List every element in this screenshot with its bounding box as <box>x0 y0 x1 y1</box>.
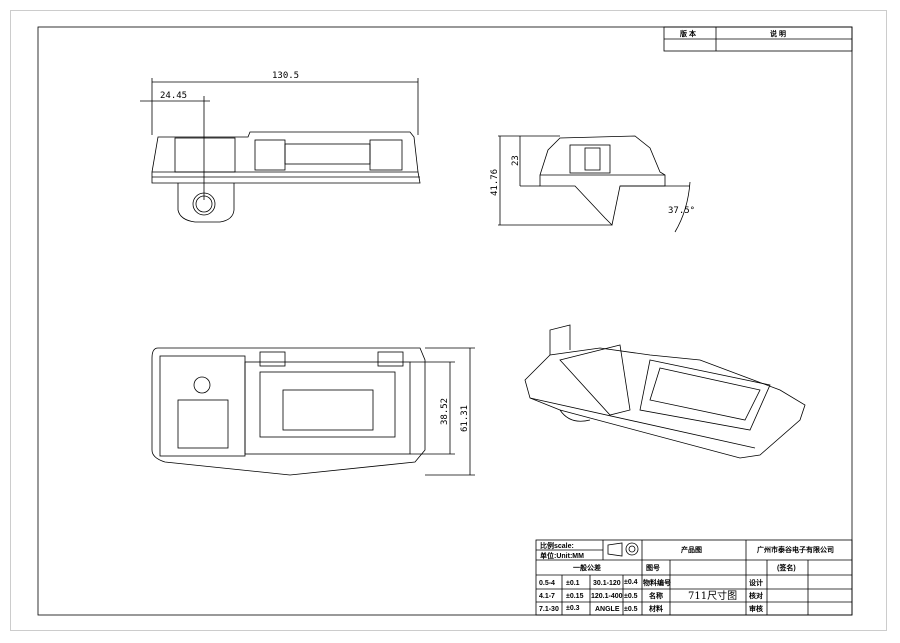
svg-text:核对: 核对 <box>749 591 763 600</box>
dim-overall-width: 61.31 <box>460 405 470 432</box>
general-tolerance-label: 一般公差 <box>573 563 601 572</box>
svg-text:±0.1: ±0.1 <box>566 580 580 587</box>
revision-table: 版 本 说 明 <box>663 26 853 52</box>
dim-inner-width: 38.52 <box>440 398 450 425</box>
svg-text:120.1-400: 120.1-400 <box>591 593 623 600</box>
svg-text:±0.5: ±0.5 <box>624 593 638 600</box>
svg-text:ANGLE: ANGLE <box>595 606 620 613</box>
dim-height-top: 23 <box>511 155 521 166</box>
title-block <box>535 539 853 616</box>
top-view <box>140 78 421 223</box>
bottom-view <box>151 347 475 476</box>
inner-frame <box>37 26 853 616</box>
svg-text:材料: 材料 <box>648 604 663 613</box>
unit-label: 单位:Unit:MM <box>540 551 584 560</box>
dim-height-total: 41.76 <box>490 169 500 196</box>
svg-text:±0.4: ±0.4 <box>624 579 638 586</box>
dim-overall-length: 130.5 <box>272 71 299 81</box>
dim-camera-offset: 24.45 <box>160 91 187 101</box>
tolerance-row: 7.1-30 ±0.3 ANGLE ±0.5 材料 审核 <box>539 604 763 613</box>
drawing-type: 产品图 <box>681 545 702 554</box>
svg-text:名称: 名称 <box>649 591 663 600</box>
isometric-view <box>524 324 806 459</box>
part-name: 711尺寸图 <box>688 589 737 602</box>
side-view <box>498 135 691 233</box>
projection-symbol-icon <box>607 542 623 557</box>
svg-text:0.5-4: 0.5-4 <box>539 580 555 587</box>
svg-text:±0.3: ±0.3 <box>566 605 580 612</box>
svg-text:±0.5: ±0.5 <box>624 606 638 613</box>
sheet-border <box>10 10 887 631</box>
svg-text:4.1-7: 4.1-7 <box>539 593 555 600</box>
tolerance-row: 4.1-7 ±0.15 120.1-400±0.5 名称 711尺寸图 核对 <box>539 589 763 602</box>
dim-angle: 37.5° <box>668 206 695 216</box>
svg-text:审核: 审核 <box>749 604 763 613</box>
drawing-no-label: 图号 <box>646 563 660 572</box>
svg-text:物料编号: 物料编号 <box>643 578 671 587</box>
version-header: 版 本 <box>680 29 696 38</box>
signature-label: (签名) <box>777 563 796 572</box>
scale-label: 比例scale: <box>540 541 574 550</box>
tolerance-row: 0.5-4 ±0.1 30.1-120±0.4 物料编号 设计 <box>539 578 763 587</box>
svg-text:±0.15: ±0.15 <box>566 593 584 600</box>
svg-text:7.1-30: 7.1-30 <box>539 606 559 613</box>
svg-text:30.1-120: 30.1-120 <box>593 580 621 587</box>
description-header: 说 明 <box>770 29 786 38</box>
svg-text:设计: 设计 <box>749 578 763 587</box>
company-name: 广州市泰谷电子有限公司 <box>757 545 834 554</box>
